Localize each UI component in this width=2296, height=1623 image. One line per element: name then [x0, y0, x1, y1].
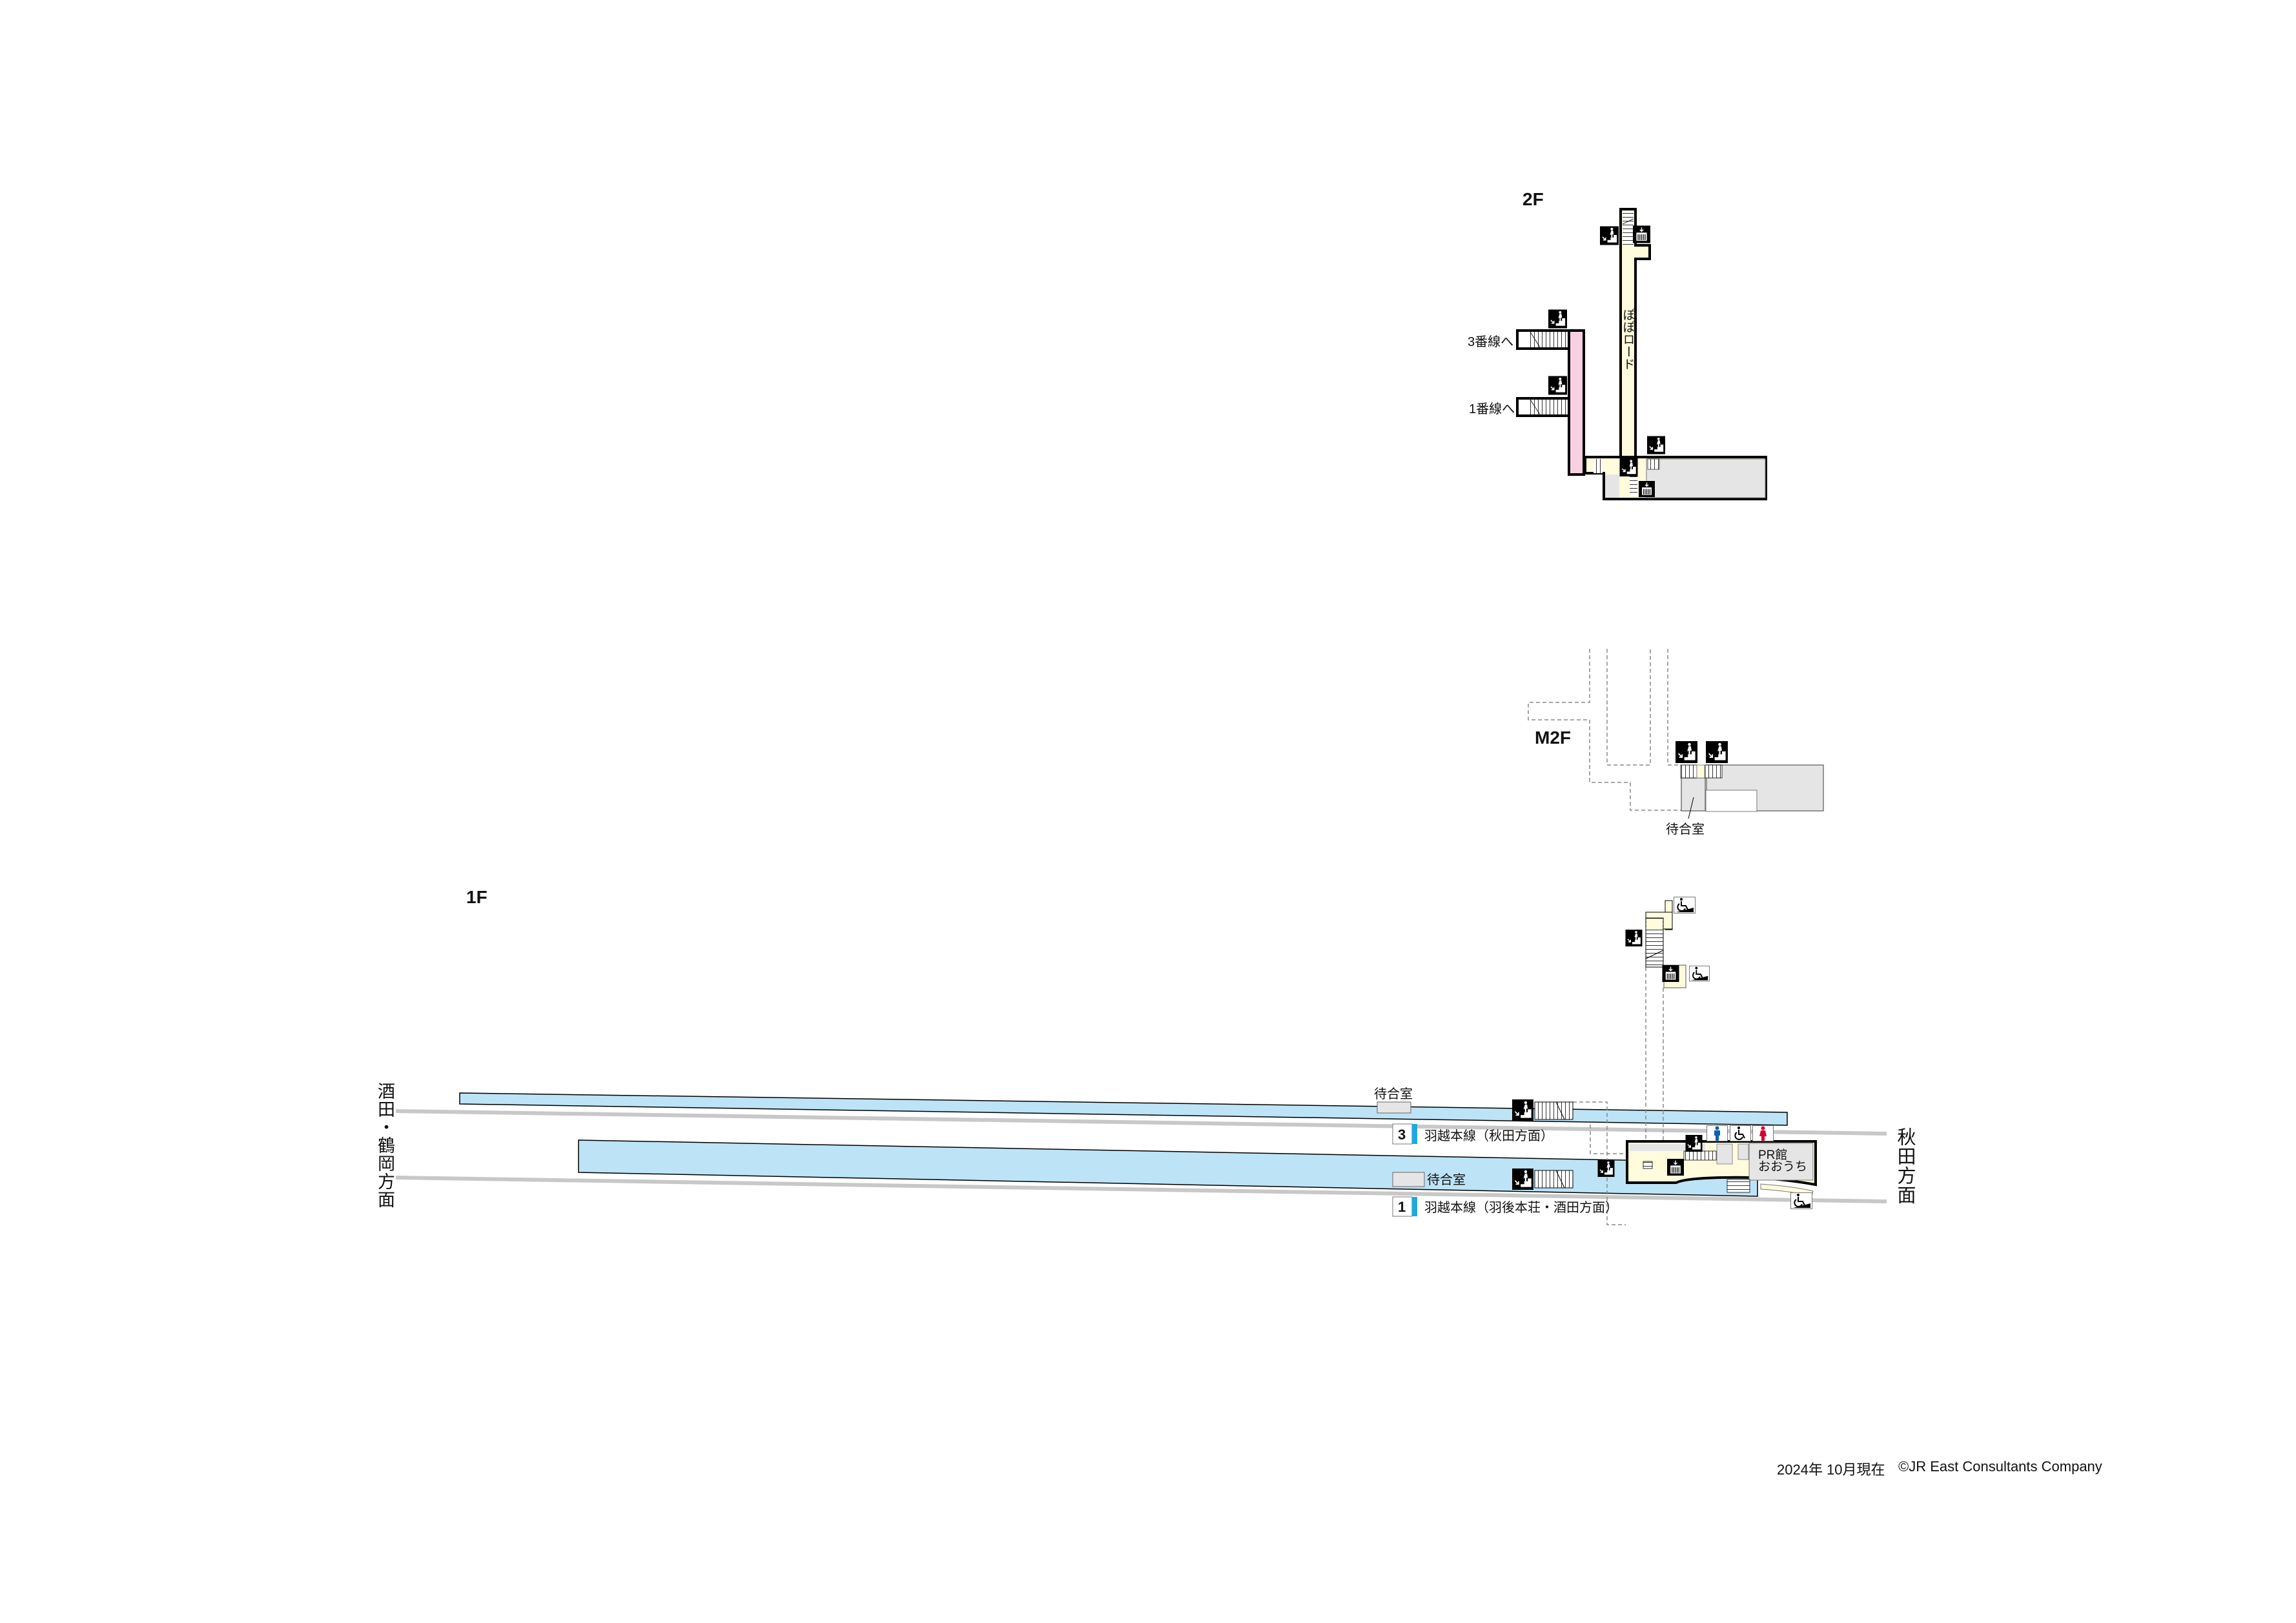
entrance-steps — [1727, 1179, 1750, 1193]
stairs-top — [1623, 211, 1634, 245]
stairs-lower — [1534, 1170, 1573, 1189]
floor-2f: 2F ぽぽロード 3番線へ 1番線へ — [1468, 189, 1767, 500]
room-2f — [1646, 458, 1766, 498]
pr-hall — [1748, 1143, 1814, 1181]
direction-right-label: 秋田方面 — [1894, 1127, 1916, 1205]
direction-left-label: 酒田・鶴岡方面 — [374, 1082, 395, 1209]
stairs-icon — [1625, 930, 1643, 946]
floor-label-m2f: M2F — [1535, 728, 1571, 748]
pink-passage — [1568, 329, 1585, 476]
stairs-icon — [1706, 741, 1728, 763]
waiting-room-label-m2f: 待合室 — [1666, 822, 1705, 837]
stairs-icon — [1600, 226, 1619, 245]
elevator-icon — [1639, 480, 1655, 498]
track-3-line-label: 羽越本線（秋田方面） — [1424, 1128, 1553, 1143]
elevator-icon — [1666, 1159, 1685, 1176]
toilet-women-icon — [1752, 1125, 1774, 1141]
to-track3-label: 3番線へ — [1468, 334, 1513, 349]
pr-hall-label: PR館 — [1758, 1148, 1787, 1162]
waiting-room-upper — [1377, 1101, 1411, 1114]
wheelchair-ramp-icon — [1689, 965, 1710, 982]
stairs-icon — [1647, 435, 1665, 455]
stairs-icon — [1685, 1135, 1703, 1152]
floor-1f: 1F 待合室 3 羽越本線（秋田方面） 待合室 — [395, 887, 1887, 1225]
track-number-3: 3 — [1398, 1127, 1406, 1143]
stairs-icon — [1676, 741, 1697, 763]
floor-label-2f: 2F — [1522, 189, 1544, 209]
stairs-icon — [1597, 1160, 1615, 1177]
poporoad-label: ぽぽロード — [1621, 309, 1635, 370]
upper-floor-outline — [1528, 649, 1756, 811]
waiting-room-lower — [1392, 1172, 1425, 1187]
toilet-men-icon — [1707, 1125, 1728, 1141]
waiting-room-m2f — [1681, 777, 1706, 812]
stairs-icon — [1512, 1099, 1533, 1121]
track-3-sign: 3 — [1392, 1123, 1417, 1145]
accessible-toilet-icon — [1730, 1125, 1751, 1141]
track-1-sign: 1 — [1392, 1196, 1417, 1217]
wheelchair-ramp-icon — [1790, 1192, 1812, 1209]
stairs-icon — [1548, 309, 1567, 329]
stairs-icon — [1548, 376, 1567, 395]
platform-lower — [578, 1139, 1758, 1197]
track-1 — [395, 1176, 1887, 1203]
waiting-room-label-upper: 待合室 — [1374, 1087, 1413, 1101]
footer-copyright: ©JR East Consultants Company — [1898, 1458, 2102, 1475]
elevator-icon — [1661, 965, 1680, 982]
footer-date: 2024年 10月現在 — [1777, 1462, 1885, 1478]
track-number-1: 1 — [1398, 1199, 1406, 1215]
wheelchair-ramp-icon — [1674, 897, 1696, 914]
stairs-upper — [1534, 1101, 1573, 1120]
elevator-icon — [1633, 225, 1650, 243]
pr-hall-name: おおうち — [1758, 1160, 1807, 1174]
waiting-room-label-lower: 待合室 — [1427, 1172, 1466, 1187]
overpass-outline — [1573, 967, 1664, 1225]
stairs-icon — [1619, 458, 1638, 476]
platform-upper — [459, 1092, 1788, 1126]
corridor-alcove — [1634, 244, 1651, 260]
to-track1-label: 1番線へ — [1469, 402, 1515, 416]
track-1-line-label: 羽越本線（羽後本荘・酒田方面） — [1424, 1200, 1618, 1215]
floor-m2f: M2F 待合室 — [1528, 649, 1824, 837]
stairs-icon — [1512, 1169, 1533, 1190]
floor-label-1f: 1F — [466, 887, 487, 907]
